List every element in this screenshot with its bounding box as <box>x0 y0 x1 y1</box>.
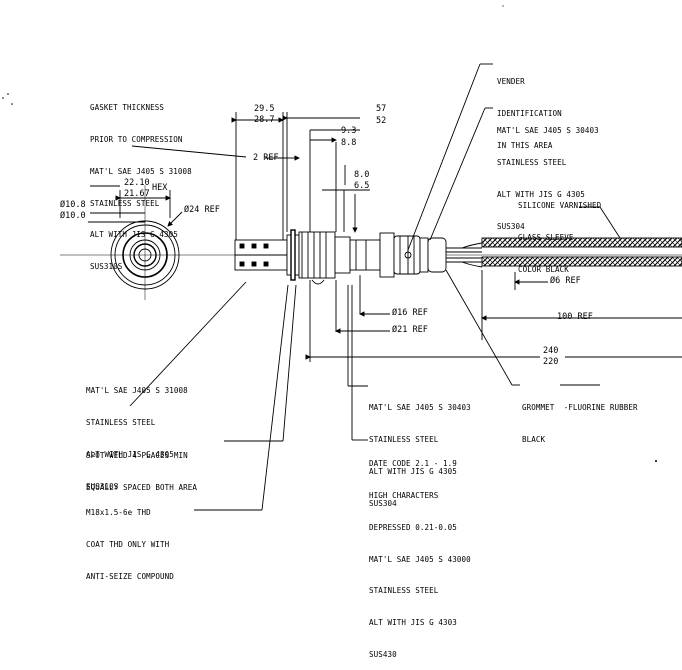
note-line: MAT'L SAE J405 S 30403 <box>497 125 599 136</box>
note-line: IDENTIFICATION <box>497 107 562 118</box>
dim-dia-16-ref: Ø16 REF <box>392 308 428 318</box>
dim-dia-6-ref: Ø6 REF <box>550 276 581 286</box>
dim-8-8: 8.8 <box>341 138 357 148</box>
note-line: GLASS SLEEVE <box>518 231 574 242</box>
note-line: ANTI-SEIZE COMPOUND <box>86 570 174 581</box>
note-line: SUS430 <box>369 648 397 659</box>
note-line: SUS310S <box>86 480 119 491</box>
dim-29-5: 29.5 <box>254 104 275 114</box>
end-view-hex <box>88 185 183 300</box>
note-line: EQUALLY SPACED BOTH AREA <box>86 481 198 492</box>
note-date-code: DATE CODE 2.1 - 1.9 HIGH CHARACTERS DEPR… <box>369 437 471 670</box>
dim-240: 240 <box>543 346 559 356</box>
leader-lines <box>129 63 621 511</box>
note-line: MAT'L SAE J405 S 43000 <box>369 553 471 564</box>
note-line: MAT'L SAE J405 S 31008 <box>86 385 188 396</box>
dim-2-ref: 2 REF <box>253 153 279 163</box>
note-line: SPOT WELD 4 PLACES MIN <box>86 450 188 461</box>
note-line: ALT WITH JIS G 4303 <box>369 617 457 628</box>
note-material-mid: MAT'L SAE J405 S 30403 STAINLESS STEEL A… <box>369 381 471 519</box>
note-line: MAT'L SAE J405 S 30403 <box>369 402 471 413</box>
dim-dia-21-ref: Ø21 REF <box>392 325 428 335</box>
dim-hex-a: 22.10 <box>124 178 150 188</box>
note-line: HIGH CHARACTERS <box>369 489 439 500</box>
note-line: STAINLESS STEEL <box>90 197 160 208</box>
dim-6-5: 6.5 <box>354 181 370 191</box>
note-line: MAT'L SAE J405 S 31008 <box>90 165 192 176</box>
note-line: ALT WITH JIS G 4305 <box>90 229 178 240</box>
note-spot-weld: SPOT WELD 4 PLACES MIN EQUALLY SPACED BO… <box>86 429 197 503</box>
dim-dia-24-ref: Ø24 REF <box>184 205 220 215</box>
note-line: VENDER <box>497 76 525 87</box>
note-line: SUS304 <box>497 220 525 231</box>
note-silicone-sleeve: SILICONE VARNISHED GLASS SLEEVE COLOR BL… <box>518 179 601 285</box>
note-vender: VENDER IDENTIFICATION IN THIS AREA <box>497 55 562 161</box>
drawing-canvas <box>2 5 682 511</box>
dim-52: 52 <box>376 116 387 126</box>
note-line: DEPRESSED 0.21-0.05 <box>369 521 457 532</box>
note-line: PRIOR TO COMPRESSION <box>90 133 183 144</box>
dim-220: 220 <box>543 357 559 367</box>
dim-hex-b: 21.67 <box>124 189 150 199</box>
dim-100-ref: 100 REF <box>557 312 593 322</box>
glass-sleeve-lower <box>481 256 682 267</box>
dim-28-7: 28.7 <box>254 115 275 125</box>
dim-hex-label: HEX <box>152 183 168 193</box>
note-line: BLACK <box>522 433 546 444</box>
note-line: ALT WITH JIS G 4305 <box>369 465 457 476</box>
note-line: STAINLESS STEEL <box>497 156 567 167</box>
sensor-body <box>286 229 447 285</box>
note-line: COAT THD ONLY WITH <box>86 538 170 549</box>
note-line: COLOR BLACK <box>518 263 569 274</box>
note-material-left: MAT'L SAE J405 S 31008 STAINLESS STEEL A… <box>86 364 188 502</box>
note-line: ALT WITH JIS G 4305 <box>497 188 585 199</box>
note-gasket: GASKET THICKNESS PRIOR TO COMPRESSION MA… <box>90 81 192 282</box>
note-line: SUS304 <box>369 497 397 508</box>
note-line: SILICONE VARNISHED <box>518 200 602 211</box>
glass-sleeve-upper <box>481 237 682 248</box>
sensor-tip <box>234 239 288 271</box>
dim-8-0: 8.0 <box>354 170 370 180</box>
note-line: DATE CODE 2.1 - 1.9 <box>369 458 457 469</box>
note-line: GROMMET -FLUORINE RUBBER <box>522 402 638 413</box>
note-line: STAINLESS STEEL <box>369 433 439 444</box>
dim-dia-10-0: Ø10.0 <box>60 211 86 221</box>
note-line: ALT WITH JIS G 4305 <box>86 448 174 459</box>
note-line: STAINLESS STEEL <box>369 585 439 596</box>
note-line: SUS310S <box>90 261 123 272</box>
dim-dia-10-8: Ø10.8 <box>60 200 86 210</box>
dim-57: 57 <box>376 104 387 114</box>
dimension-lines <box>231 112 682 362</box>
note-line: IN THIS AREA <box>497 139 553 150</box>
scan-marks <box>2 5 657 462</box>
note-material-top: MAT'L SAE J405 S 30403 STAINLESS STEEL A… <box>497 104 599 242</box>
note-line: STAINLESS STEEL <box>86 416 156 427</box>
dim-9-3: 9.3 <box>341 126 357 136</box>
note-thread: M18x1.5-6e THD COAT THD ONLY WITH ANTI-S… <box>86 486 174 592</box>
note-line: M18x1.5-6e THD <box>86 507 151 518</box>
note-grommet: GROMMET -FLUORINE RUBBER BLACK <box>522 381 638 455</box>
note-line: GASKET THICKNESS <box>90 102 165 113</box>
lead-wires <box>446 242 483 268</box>
